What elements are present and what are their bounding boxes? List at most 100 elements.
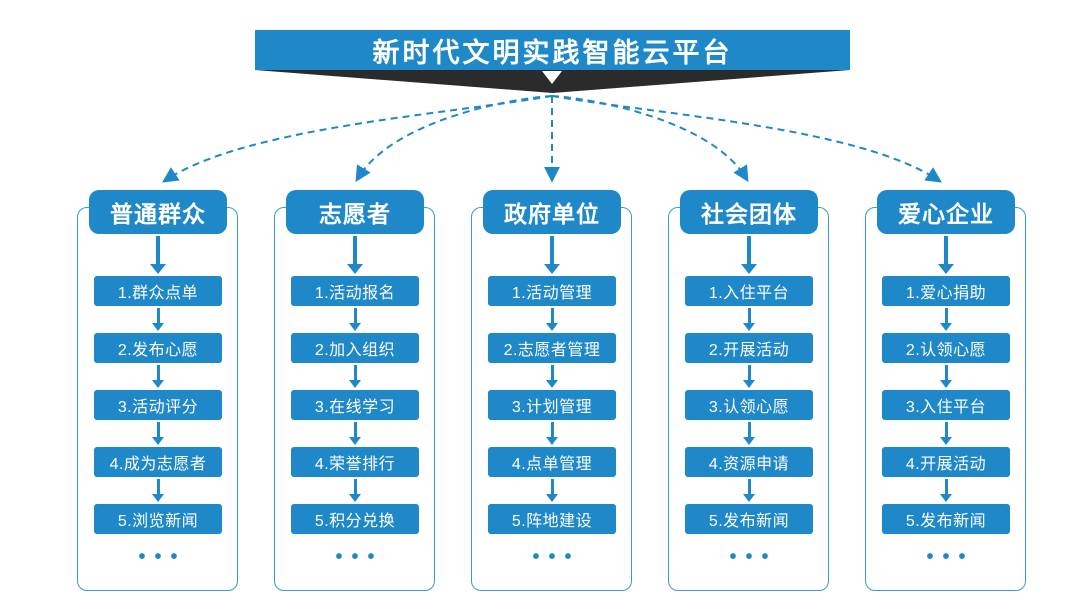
column-header: 志愿者 — [286, 190, 424, 234]
down-arrow-icon — [743, 365, 755, 388]
down-arrow-icon — [349, 422, 361, 445]
step-box: 4.资源申请 — [685, 447, 813, 477]
step-box: 1.活动报名 — [291, 276, 419, 306]
down-arrow-icon — [542, 71, 562, 84]
connector-to-volunteer — [355, 95, 553, 183]
step-label: 1.群众点单 — [117, 285, 199, 302]
down-arrow-icon — [152, 365, 164, 388]
step-box: 2.加入组织 — [291, 333, 419, 363]
more-indicator: ••• — [729, 546, 778, 568]
column-header: 政府单位 — [483, 190, 621, 234]
step-label: 5.发布新闻 — [708, 513, 790, 530]
platform-title: 新时代文明实践智能云平台 — [372, 37, 733, 68]
column-social-group: 社会团体 1.入住平台 2.开展活动 3.认领心愿 4.资源申请 5.发布新闻 … — [668, 190, 830, 595]
down-arrow-icon — [546, 308, 558, 331]
down-arrow-icon — [347, 236, 363, 274]
down-arrow-icon — [940, 308, 952, 331]
down-arrow-icon — [349, 479, 361, 502]
column-charity-enterprise: 爱心企业 1.爱心捐助 2.认领心愿 3.入住平台 4.开展活动 5.发布新闻 … — [865, 190, 1027, 595]
down-arrow-icon — [546, 422, 558, 445]
more-indicator: ••• — [138, 546, 187, 568]
step-label: 4.荣誉排行 — [314, 456, 396, 473]
step-box: 2.志愿者管理 — [488, 333, 616, 363]
more-indicator: ••• — [335, 546, 384, 568]
column-title: 普通群众 — [110, 201, 206, 227]
column-volunteer: 志愿者 1.活动报名 2.加入组织 3.在线学习 4.荣誉排行 5.积分兑换 •… — [274, 190, 436, 595]
step-box: 5.浏览新闻 — [94, 504, 222, 534]
down-arrow-icon — [150, 236, 166, 274]
down-arrow-icon — [938, 236, 954, 274]
step-label: 3.计划管理 — [511, 399, 593, 416]
step-label: 5.浏览新闻 — [117, 513, 199, 530]
step-box: 3.活动评分 — [94, 390, 222, 420]
connector-to-charity-enterprise — [551, 95, 943, 183]
step-label: 2.开展活动 — [708, 342, 790, 359]
column-title: 爱心企业 — [898, 201, 994, 227]
column-title: 社会团体 — [701, 201, 797, 227]
step-box: 1.爱心捐助 — [882, 276, 1010, 306]
step-box: 1.入住平台 — [685, 276, 813, 306]
step-label: 4.成为志愿者 — [109, 456, 207, 473]
down-arrow-icon — [940, 365, 952, 388]
step-box: 3.在线学习 — [291, 390, 419, 420]
down-arrow-icon — [152, 479, 164, 502]
connector-to-general-public — [161, 95, 553, 183]
down-arrow-icon — [152, 308, 164, 331]
step-label: 5.积分兑换 — [314, 513, 396, 530]
down-arrow-icon — [741, 236, 757, 274]
step-box: 5.阵地建设 — [488, 504, 616, 534]
step-box: 2.认领心愿 — [882, 333, 1010, 363]
step-box: 1.活动管理 — [488, 276, 616, 306]
step-label: 3.活动评分 — [117, 399, 199, 416]
step-box: 3.认领心愿 — [685, 390, 813, 420]
column-header: 社会团体 — [680, 190, 818, 234]
column-header: 普通群众 — [89, 190, 227, 234]
step-box: 2.开展活动 — [685, 333, 813, 363]
more-indicator: ••• — [926, 546, 975, 568]
down-arrow-icon — [940, 422, 952, 445]
step-label: 3.认领心愿 — [708, 399, 790, 416]
down-arrow-icon — [546, 479, 558, 502]
down-arrow-icon — [349, 308, 361, 331]
step-label: 1.活动管理 — [511, 285, 593, 302]
step-label: 2.发布心愿 — [117, 342, 199, 359]
step-box: 1.群众点单 — [94, 276, 222, 306]
step-label: 2.加入组织 — [314, 342, 396, 359]
step-box: 4.荣誉排行 — [291, 447, 419, 477]
down-arrow-icon — [152, 422, 164, 445]
down-arrow-icon — [544, 236, 560, 274]
step-label: 1.爱心捐助 — [905, 285, 987, 302]
step-box: 4.成为志愿者 — [94, 447, 222, 477]
column-header: 爱心企业 — [877, 190, 1015, 234]
down-arrow-icon — [743, 308, 755, 331]
step-box: 4.开展活动 — [882, 447, 1010, 477]
step-box: 2.发布心愿 — [94, 333, 222, 363]
down-arrow-icon — [546, 365, 558, 388]
step-box: 5.发布新闻 — [882, 504, 1010, 534]
column-title: 政府单位 — [504, 201, 600, 227]
down-arrow-icon — [743, 422, 755, 445]
step-label: 5.阵地建设 — [511, 513, 593, 530]
step-label: 2.志愿者管理 — [503, 342, 601, 359]
step-box: 3.计划管理 — [488, 390, 616, 420]
step-box: 3.入住平台 — [882, 390, 1010, 420]
step-label: 4.开展活动 — [905, 456, 987, 473]
down-arrow-icon — [349, 365, 361, 388]
platform-title-banner: 新时代文明实践智能云平台 — [255, 30, 850, 70]
down-arrow-icon — [743, 479, 755, 502]
step-label: 3.入住平台 — [905, 399, 987, 416]
step-label: 5.发布新闻 — [905, 513, 987, 530]
step-label: 3.在线学习 — [314, 399, 396, 416]
step-label: 4.资源申请 — [708, 456, 790, 473]
more-indicator: ••• — [532, 546, 581, 568]
column-title: 志愿者 — [319, 201, 391, 227]
step-box: 5.积分兑换 — [291, 504, 419, 534]
step-label: 2.认领心愿 — [905, 342, 987, 359]
column-government-unit: 政府单位 1.活动管理 2.志愿者管理 3.计划管理 4.点单管理 5.阵地建设… — [471, 190, 633, 595]
step-box: 5.发布新闻 — [685, 504, 813, 534]
down-arrow-icon — [940, 479, 952, 502]
step-label: 1.活动报名 — [314, 285, 396, 302]
step-label: 4.点单管理 — [511, 456, 593, 473]
step-box: 4.点单管理 — [488, 447, 616, 477]
